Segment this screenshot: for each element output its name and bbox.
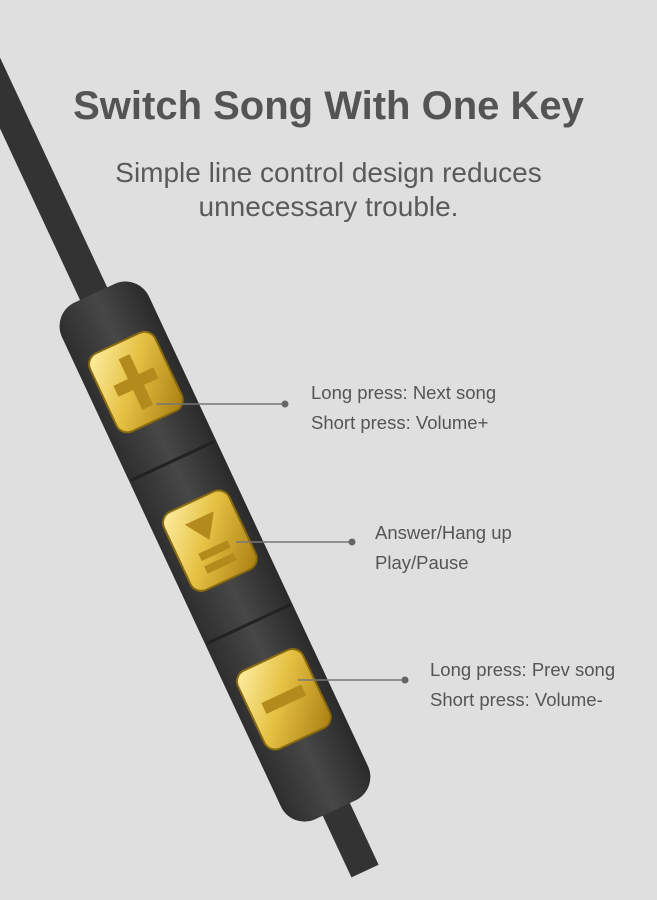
minus-button-description: Long press: Prev song Short press: Volum… (430, 655, 615, 715)
page-title: Switch Song With One Key (73, 84, 584, 128)
play-pause-button-description: Answer/Hang up Play/Pause (375, 518, 512, 578)
cable-bottom (318, 794, 379, 878)
description-line: Long press: Next song (311, 382, 497, 403)
minus-icon (261, 684, 307, 714)
description-line: Play/Pause (375, 552, 469, 573)
callout-lines (156, 400, 409, 684)
play-pause-button[interactable] (159, 486, 261, 594)
subtitle-line-1: Simple line control design reduces (115, 157, 542, 188)
plus-button[interactable] (85, 328, 187, 436)
plus-icon (113, 354, 159, 410)
play-pause-icon (184, 511, 237, 574)
minus-button[interactable] (233, 645, 335, 753)
description-line: Short press: Volume- (430, 689, 603, 710)
subtitle: Simple line control design reduces unnec… (0, 156, 657, 224)
description-line: Short press: Volume+ (311, 412, 489, 433)
cable-top (0, 0, 116, 319)
plus-button-description: Long press: Next song Short press: Volum… (311, 378, 496, 438)
description-line: Long press: Prev song (430, 659, 616, 680)
description-line: Answer/Hang up (375, 522, 512, 543)
subtitle-line-2: unnecessary trouble. (198, 191, 459, 222)
